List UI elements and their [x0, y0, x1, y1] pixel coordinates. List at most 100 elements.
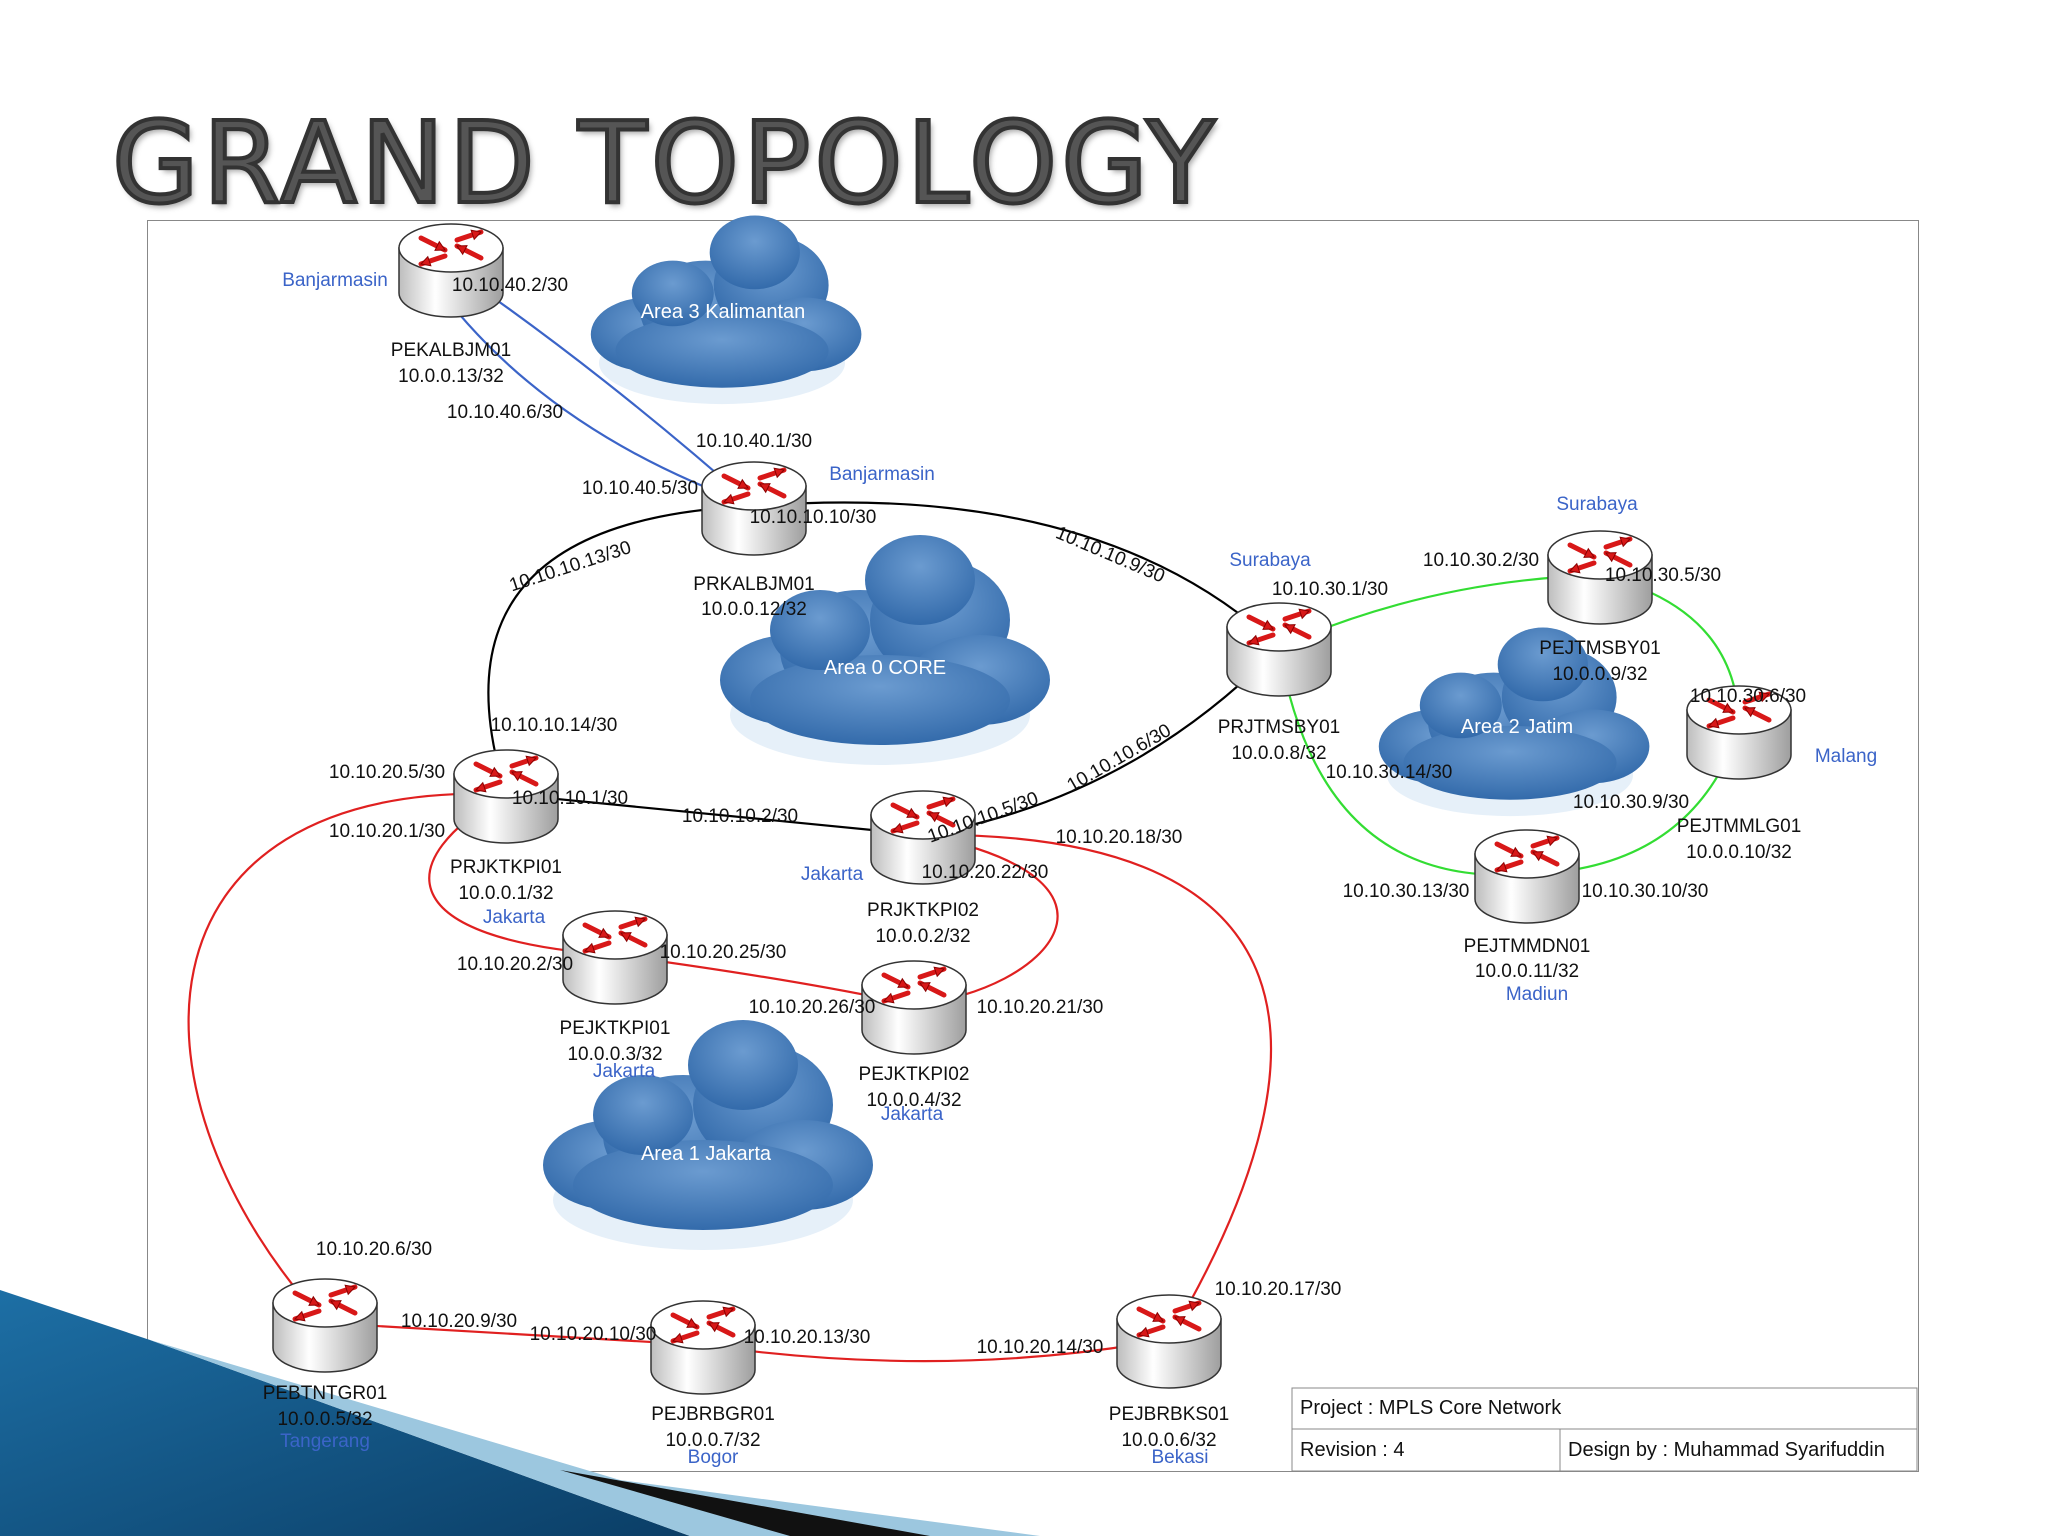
ip-prjktkpi01-11: 10.10.20.5/30 — [329, 762, 445, 783]
ip-pejbrbgr01-13: 10.10.20.13/30 — [744, 1327, 871, 1348]
router-name-pejtmmdn01: PEJTMMDN01 — [1464, 936, 1591, 957]
router-ip-pejktkpi01: 10.0.0.3/32 — [567, 1044, 662, 1065]
cloud-area1 — [543, 1020, 873, 1250]
area-label-area0: Area 0 CORE — [824, 657, 946, 679]
area-label-area1: Area 1 Jakarta — [641, 1143, 772, 1165]
cloud-area0 — [720, 535, 1050, 765]
router-location-prjktkpi01: Jakarta — [483, 907, 546, 928]
router-name-prjtmsby01: PRJTMSBY01 — [1218, 717, 1340, 738]
link-pejtmmdn01-prjtmsby01 — [1277, 646, 1528, 877]
link-prkalbjm01-prjtmsby01 — [753, 501, 1280, 648]
ip-pejbrbks01-13: 10.10.20.14/30 — [977, 1337, 1104, 1358]
ip-pejtmmdn01-9: 10.10.30.13/30 — [1343, 881, 1470, 902]
ip-pejktkpi02-16: 10.10.20.26/30 — [749, 997, 876, 1018]
ip-prkalbjm01-0: 10.10.40.1/30 — [696, 431, 812, 452]
slide-title: GRAND TOPOLOGY — [110, 99, 1219, 229]
ip-prjtmsby01-6: 10.10.30.1/30 — [1272, 579, 1388, 600]
ip-prjktkpi02-15: 10.10.20.22/30 — [922, 862, 1049, 883]
ip-prjtmsby01-9: 10.10.30.14/30 — [1326, 762, 1453, 783]
router-name-pejktkpi02: PEJKTKPI02 — [859, 1064, 970, 1085]
router-prjktkpi01 — [453, 749, 559, 844]
ip-prjktkpi01-10: 10.10.20.1/30 — [329, 821, 445, 842]
ip-pejtmmlg01-7: 10.10.30.6/30 — [1690, 686, 1806, 707]
ip-pejktkpi01-16: 10.10.20.25/30 — [660, 942, 787, 963]
ip-pejktkpi02-15: 10.10.20.21/30 — [977, 997, 1104, 1018]
router-ip-pejbrbgr01: 10.0.0.7/32 — [665, 1430, 760, 1451]
designer-label: Design by : Muhammad Syarifuddin — [1568, 1439, 1885, 1461]
router-location-pejbrbks01: Bekasi — [1151, 1447, 1208, 1468]
ip-pekalbjm01-0: 10.10.40.2/30 — [452, 275, 568, 296]
router-location-prjktkpi02: Jakarta — [801, 864, 864, 885]
ip-pebtntgr01-12: 10.10.20.9/30 — [401, 1311, 517, 1332]
router-name-prjktkpi02: PRJKTKPI02 — [867, 900, 979, 921]
router-name-pejbrbgr01: PEJBRBGR01 — [651, 1404, 775, 1425]
cloud-area2 — [1378, 627, 1650, 817]
router-ip-pejtmmdn01: 10.0.0.11/32 — [1475, 961, 1579, 982]
link-pekalbjm01-prkalbjm01 — [430, 277, 755, 508]
router-location-pejktkpi02: Jakarta — [881, 1104, 944, 1125]
link-pebtntgr01-pejbrbgr01 — [324, 1321, 704, 1347]
router-pebtntgr01 — [272, 1278, 378, 1373]
router-location-pejtmmdn01: Madiun — [1506, 984, 1568, 1005]
ip-prkalbjm01-2: 10.10.10.10/30 — [750, 507, 877, 528]
router-pekalbjm01 — [398, 223, 504, 318]
router-pejbrbgr01 — [650, 1300, 756, 1395]
link-prkalbjm01-prjktkpi01 — [487, 504, 755, 795]
link-pejbrbgr01-pejbrbks01 — [702, 1337, 1170, 1363]
ip-pejtmmlg01-8: 10.10.30.9/30 — [1573, 792, 1689, 813]
slide-corner-decoration — [0, 1290, 1040, 1536]
router-name-prjktkpi01: PRJKTKPI01 — [450, 857, 562, 878]
link-prjktkpi02-pejktkpi02 — [913, 833, 1059, 1007]
ip-prkalbjm01-1: 10.10.40.5/30 — [582, 478, 698, 499]
router-pejbrbks01 — [1116, 1294, 1222, 1389]
ip-pejtmmdn01-8: 10.10.30.10/30 — [1582, 881, 1709, 902]
ip-prjtmsby01-2: 10.10.10.9/30 — [1053, 523, 1168, 588]
ip-prjktkpi01-3: 10.10.10.14/30 — [491, 715, 618, 736]
router-ip-pejktkpi02: 10.0.0.4/32 — [866, 1090, 961, 1111]
area-label-area2: Area 2 Jatim — [1461, 716, 1573, 738]
router-ip-pejbrbks01: 10.0.0.6/32 — [1121, 1430, 1216, 1451]
area-label-area3: Area 3 Kalimantan — [641, 301, 806, 323]
title-block: Project : MPLS Core Network Revision : 4… — [1291, 1387, 1918, 1472]
router-location-pejtmsby01: Surabaya — [1556, 494, 1638, 515]
router-ip-prjtmsby01: 10.0.0.8/32 — [1231, 743, 1326, 764]
router-location-pebtntgr01: Tangerang — [280, 1431, 370, 1452]
router-pejktkpi01 — [562, 910, 668, 1005]
ip-prkalbjm01-3: 10.10.10.13/30 — [507, 537, 634, 596]
router-ip-pejtmmlg01: 10.0.0.10/32 — [1686, 842, 1792, 863]
router-ip-prkalbjm01: 10.0.0.12/32 — [701, 599, 807, 620]
router-prkalbjm01 — [701, 461, 807, 556]
link-prjktkpi01-pebtntgr01 — [187, 792, 507, 1324]
router-name-pejbrbks01: PEJBRBKS01 — [1109, 1404, 1229, 1425]
router-pejktkpi02 — [861, 960, 967, 1055]
ip-pebtntgr01-11: 10.10.20.6/30 — [316, 1239, 432, 1260]
ip-pejbrbgr01-12: 10.10.20.10/30 — [530, 1324, 657, 1345]
router-location-pejbrbgr01: Bogor — [688, 1447, 739, 1468]
router-prjtmsby01 — [1226, 602, 1332, 697]
ip-pejktkpi01-10: 10.10.20.2/30 — [457, 954, 573, 975]
router-prjktkpi02 — [870, 790, 976, 885]
ip-pekalbjm01-1: 10.10.40.6/30 — [447, 402, 563, 423]
revision-label: Revision : 4 — [1300, 1439, 1405, 1461]
ip-pejtmsby01-6: 10.10.30.2/30 — [1423, 550, 1539, 571]
router-name-pejtmsby01: PEJTMSBY01 — [1539, 638, 1660, 659]
ip-pejtmsby01-7: 10.10.30.5/30 — [1605, 565, 1721, 586]
project-label: Project : MPLS Core Network — [1300, 1397, 1562, 1419]
router-pejtmsby01 — [1547, 530, 1653, 625]
router-name-prkalbjm01: PRKALBJM01 — [693, 574, 814, 595]
ip-prjtmsby01-5: 10.10.10.6/30 — [1064, 720, 1175, 796]
router-ip-pejtmsby01: 10.0.0.9/32 — [1552, 664, 1647, 685]
router-location-pejtmmlg01: Malang — [1815, 746, 1877, 767]
router-pejtmmlg01 — [1686, 685, 1792, 780]
ip-prjktkpi02-14: 10.10.20.18/30 — [1056, 827, 1183, 848]
link-pejbrbks01-prjktkpi02 — [922, 833, 1273, 1340]
router-name-pejtmmlg01: PEJTMMLG01 — [1677, 816, 1802, 837]
router-ip-prjktkpi01: 10.0.0.1/32 — [458, 883, 553, 904]
router-location-pekalbjm01: Banjarmasin — [282, 270, 388, 291]
router-ip-prjktkpi02: 10.0.0.2/32 — [875, 926, 970, 947]
router-ip-pekalbjm01: 10.0.0.13/32 — [398, 366, 504, 387]
ip-pejbrbks01-14: 10.10.20.17/30 — [1215, 1279, 1342, 1300]
router-name-pebtntgr01: PEBTNTGR01 — [263, 1383, 388, 1404]
router-name-pejktkpi01: PEJKTKPI01 — [560, 1018, 671, 1039]
